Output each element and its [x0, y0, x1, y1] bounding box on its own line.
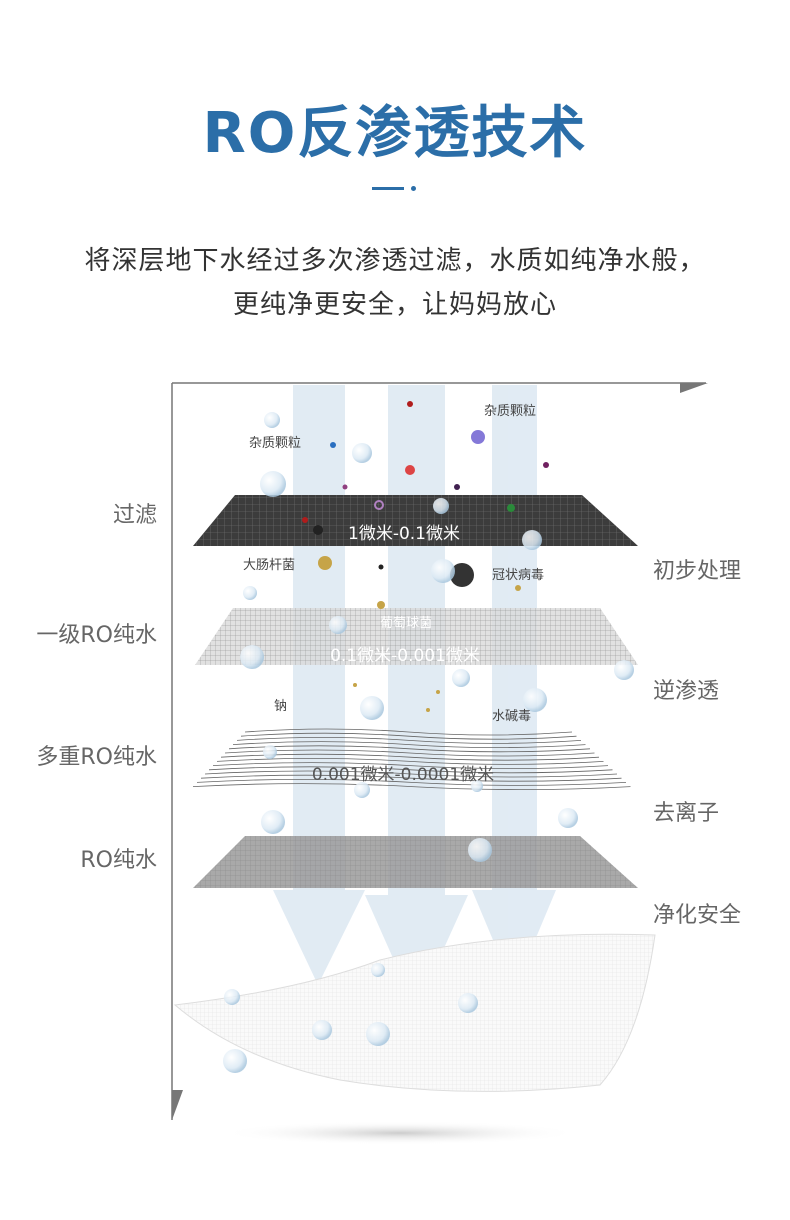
filter-layer-3 — [192, 728, 631, 790]
bubble-icon — [312, 1020, 332, 1040]
layer-2-range: 0.1微米-0.001微米 — [330, 646, 480, 666]
bubble-icon — [360, 696, 384, 720]
title-divider — [372, 187, 404, 190]
stage-label-ro-multi: 多重RO纯水 — [36, 745, 157, 770]
bubble-icon — [431, 559, 455, 583]
flow-arrow — [472, 385, 556, 990]
subtitle-line-2: 更纯净更安全，让妈妈放心 — [232, 290, 557, 320]
wave-line — [228, 745, 591, 753]
wave-line — [192, 783, 631, 790]
bubble-icon — [243, 586, 257, 600]
bubble-icon — [614, 660, 634, 680]
bubble-icon — [433, 498, 449, 514]
label-sodium: 钠 — [274, 699, 288, 714]
layer-3-range: 0.001微米-0.0001微米 — [311, 765, 495, 785]
frame — [171, 382, 708, 1120]
wave-line — [244, 728, 573, 736]
bubble-icon — [224, 989, 240, 1005]
wave-line — [200, 774, 622, 782]
bubble-icon — [371, 963, 385, 977]
bubble-icon — [458, 993, 478, 1013]
bubble-icon — [558, 808, 578, 828]
bubble-icon — [452, 669, 470, 687]
bubble-icon — [354, 782, 370, 798]
wave-line — [212, 762, 609, 769]
layer-2-pathogen: 葡萄球菌 — [379, 616, 433, 631]
wave-line — [216, 758, 604, 765]
label-scale: 水碱毒 — [492, 709, 532, 724]
bubble-icon — [471, 780, 483, 792]
label-ecoli: 大肠杆菌 — [243, 558, 296, 573]
bubble-icon — [468, 838, 492, 862]
label-impurity: 杂质颗粒 — [249, 436, 302, 451]
title-divider-dot — [411, 186, 416, 191]
stage-label-safe: 净化安全 — [653, 903, 742, 928]
flow-arrow — [365, 385, 468, 1010]
wave-line — [204, 770, 618, 778]
flow-arrow — [273, 385, 365, 985]
stage-label-ro-1: 一级RO纯水 — [36, 623, 157, 648]
stage-label-pretreat: 初步处理 — [653, 559, 742, 584]
particles — [302, 401, 549, 712]
bubble-icon — [522, 530, 542, 550]
water-bubbles — [223, 412, 634, 1073]
wave-line — [220, 753, 600, 761]
bubble-icon — [240, 645, 264, 669]
wave-line — [224, 749, 595, 757]
flow-arrows — [273, 385, 556, 1010]
bubble-icon — [264, 412, 280, 428]
wave-line — [236, 737, 582, 744]
label-coronavirus: 冠状病毒 — [492, 568, 545, 583]
wave-line — [208, 766, 613, 774]
stage-label-deionize: 去离子 — [653, 801, 720, 826]
label-impurity: 杂质颗粒 — [484, 404, 537, 419]
bubble-icon — [261, 810, 285, 834]
bubble-icon — [366, 1022, 390, 1046]
bubble-icon — [329, 616, 347, 634]
wave-line — [196, 779, 627, 786]
wave-line — [232, 741, 586, 748]
bubble-icon — [223, 1049, 247, 1073]
stage-label-reverse-osmosis: 逆渗透 — [653, 679, 720, 704]
bubble-icon — [263, 745, 277, 759]
stage-label-filter: 过滤 — [112, 503, 157, 528]
bubble-icon — [352, 443, 372, 463]
bubble-icon — [260, 471, 286, 497]
subtitle-line-1: 将深层地下水经过多次渗透过滤，水质如纯净水般， — [84, 246, 706, 276]
cloth-layer — [173, 933, 656, 1145]
wave-line — [240, 732, 577, 740]
layer-1-range: 1微米-0.1微米 — [348, 524, 460, 544]
filter-layer-2 — [195, 608, 638, 665]
stage-label-ro-water: RO纯水 — [80, 848, 157, 873]
page-title: RO反渗透技术 — [202, 101, 588, 166]
filter-layer-4 — [193, 836, 638, 888]
bubble-icon — [523, 688, 547, 712]
